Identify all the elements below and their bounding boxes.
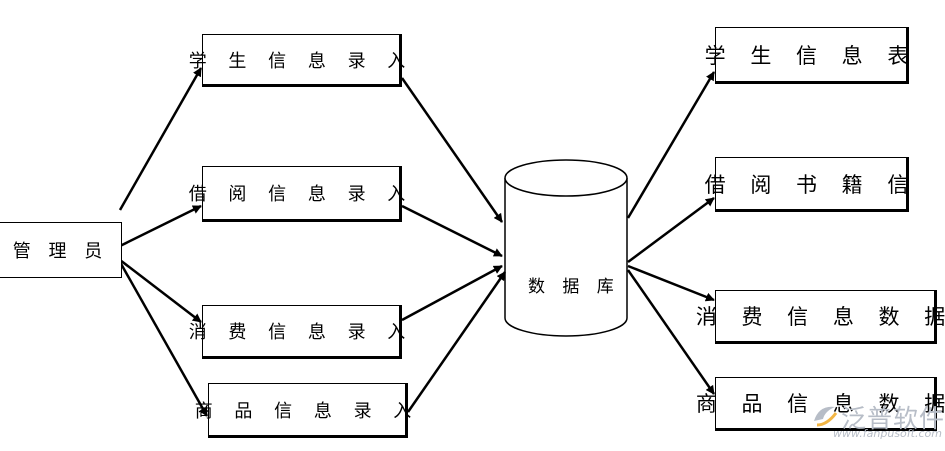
arrow-admin-to-student-input <box>118 67 203 211</box>
goods-info-input-label: 商 品 信 息 录 入 <box>194 400 420 422</box>
consume-info-data-box: 消 费 信 息 数 据 <box>696 290 945 344</box>
admin-label: 管 理 员 <box>12 241 109 262</box>
arrow-db-to-student-table <box>626 71 716 219</box>
borrow-book-info-box: 借 阅 书 籍 信 <box>705 157 909 212</box>
borrow-info-input-label: 借 阅 信 息 录 入 <box>188 184 414 205</box>
goods-info-input-box: 商 品 信 息 录 入 <box>195 383 411 438</box>
consume-info-input-box: 消 费 信 息 录 入 <box>189 305 405 359</box>
admin-box: 管 理 员 <box>0 222 122 278</box>
arrow-db-to-goods-data <box>626 269 716 395</box>
arrow-borrow-input-to-db <box>401 204 503 258</box>
student-info-input-label: 学 生 信 息 录 入 <box>188 50 414 72</box>
arrow-admin-to-consume-input <box>119 259 202 323</box>
student-info-table-label: 学 生 信 息 表 <box>704 43 918 68</box>
database-label: 数 据 库 <box>528 277 620 297</box>
borrow-info-input-box: 借 阅 信 息 录 入 <box>189 166 405 222</box>
student-info-table-box: 学 生 信 息 表 <box>705 27 909 84</box>
student-info-input-box: 学 生 信 息 录 入 <box>189 34 405 87</box>
consume-info-data-label: 消 费 信 息 数 据 <box>695 305 945 329</box>
consume-info-input-label: 消 费 信 息 录 入 <box>188 322 414 343</box>
arrow-admin-to-goods-input <box>118 261 209 417</box>
arrow-db-to-borrow-info <box>627 196 715 264</box>
watermark: 泛普软件 www.fanpusoft.com <box>811 399 944 445</box>
arrow-admin-to-borrow-input <box>119 204 202 248</box>
goods-info-data-box: 商 品 信 息 数 据 <box>696 377 945 431</box>
watermark-name: 泛普软件 <box>841 404 945 433</box>
arrow-db-to-consume-data <box>627 264 715 302</box>
arrow-goods-input-to-db <box>406 271 507 413</box>
watermark-logo-icon <box>814 406 838 427</box>
database-cylinder <box>504 159 628 337</box>
watermark-url: www.fanpusoft.com <box>833 427 942 440</box>
borrow-book-info-label: 借 阅 书 籍 信 <box>704 172 918 197</box>
arrow-consume-input-to-db <box>401 264 503 322</box>
arrow-student-input-to-db <box>400 77 504 223</box>
